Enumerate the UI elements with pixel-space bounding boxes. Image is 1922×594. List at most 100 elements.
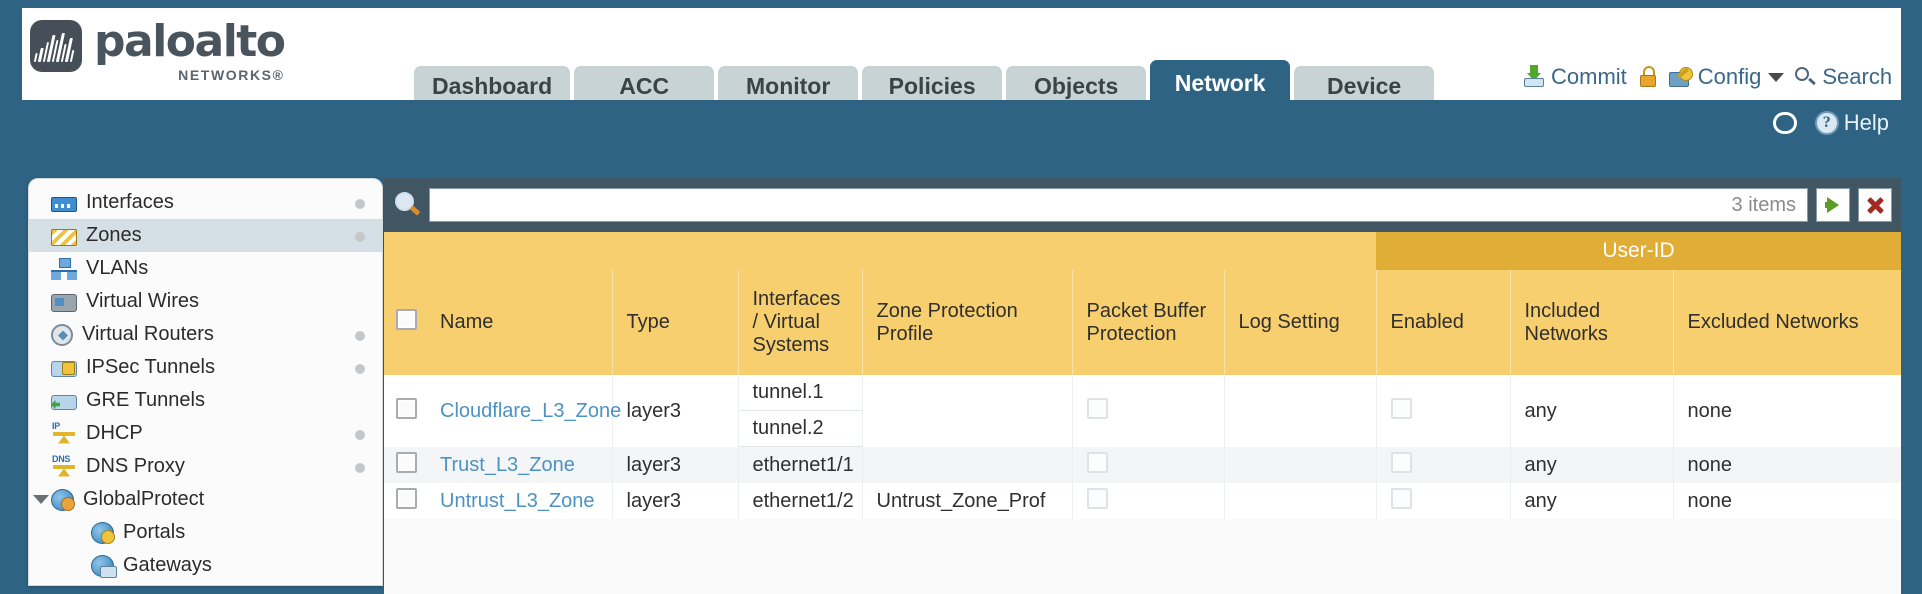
select-all-checkbox[interactable] bbox=[396, 309, 417, 330]
status-dot bbox=[355, 199, 365, 209]
col-log-setting[interactable]: Log Setting bbox=[1224, 270, 1377, 375]
cell-userid-enabled bbox=[1376, 447, 1511, 483]
sidebar-item-gre-tunnels[interactable]: GRE Tunnels bbox=[29, 384, 382, 417]
sidebar-item-zones[interactable]: Zones bbox=[29, 219, 382, 252]
status-dot bbox=[355, 463, 365, 473]
commit-icon bbox=[1522, 65, 1546, 89]
cell-included-networks: any bbox=[1510, 483, 1674, 519]
brand-logo: paloalto NETWORKS® bbox=[30, 20, 286, 83]
col-packet-buffer-protection[interactable]: Packet Buffer Protection bbox=[1072, 270, 1225, 375]
sidebar-item-label: Virtual Routers bbox=[82, 323, 214, 345]
tab-device[interactable]: Device bbox=[1294, 66, 1435, 106]
cell-interfaces: ethernet1/1 bbox=[738, 447, 863, 483]
col-name[interactable]: Name bbox=[426, 270, 613, 375]
tab-policies[interactable]: Policies bbox=[862, 66, 1003, 106]
sidebar-item-label: DNS Proxy bbox=[86, 455, 185, 477]
sidebar-item-label: Virtual Wires bbox=[86, 290, 199, 312]
cell-zone-protection-profile bbox=[862, 375, 1073, 447]
dhcp-icon: IP bbox=[51, 421, 77, 445]
main-nav-tabs: Dashboard ACC Monitor Policies Objects N… bbox=[414, 60, 1435, 106]
userid-enabled-checkbox[interactable] bbox=[1390, 397, 1412, 419]
col-excluded-networks[interactable]: Excluded Networks bbox=[1673, 270, 1901, 375]
sidebar-item-virtual-routers[interactable]: Virtual Routers bbox=[29, 318, 382, 351]
ipsec-tunnels-icon bbox=[51, 361, 77, 377]
col-interfaces-virtual-systems[interactable]: Interfaces / Virtual Systems bbox=[738, 270, 863, 375]
col-included-networks[interactable]: Included Networks bbox=[1510, 270, 1674, 375]
cell-excluded-networks: none bbox=[1673, 447, 1901, 483]
cell-userid-enabled bbox=[1376, 483, 1511, 519]
interfaces-icon bbox=[51, 197, 77, 212]
refresh-icon[interactable] bbox=[1771, 110, 1801, 136]
col-zone-protection-profile[interactable]: Zone Protection Profile bbox=[862, 270, 1073, 375]
zone-name-link[interactable]: Cloudflare_L3_Zone bbox=[440, 399, 622, 422]
sidebar-item-dns-proxy[interactable]: DNS DNS Proxy bbox=[29, 450, 382, 483]
tab-monitor[interactable]: Monitor bbox=[718, 66, 859, 106]
cell-type: layer3 bbox=[612, 483, 739, 519]
tab-dashboard[interactable]: Dashboard bbox=[414, 66, 571, 106]
zones-icon bbox=[51, 228, 77, 246]
apply-filter-arrow-icon bbox=[1825, 197, 1839, 213]
col-type[interactable]: Type bbox=[612, 270, 739, 375]
packet-buffer-protection-checkbox[interactable] bbox=[1086, 487, 1108, 509]
sidebar-item-gateways[interactable]: Gateways bbox=[29, 549, 382, 582]
cell-included-networks: any bbox=[1510, 447, 1674, 483]
tab-network[interactable]: Network bbox=[1150, 60, 1291, 106]
commit-button[interactable]: Commit bbox=[1522, 64, 1627, 90]
tab-acc[interactable]: ACC bbox=[574, 66, 715, 106]
sidebar-item-dhcp[interactable]: IP DHCP bbox=[29, 417, 382, 450]
sidebar-item-virtual-wires[interactable]: Virtual Wires bbox=[29, 285, 382, 318]
top-header-bar: paloalto NETWORKS® Dashboard ACC Monitor… bbox=[22, 8, 1901, 106]
group-header-spacer bbox=[384, 232, 1376, 270]
sidebar-item-label: Gateways bbox=[123, 554, 212, 576]
expander-triangle-icon[interactable] bbox=[33, 495, 49, 504]
search-button[interactable]: Search bbox=[1793, 64, 1892, 90]
row-checkbox[interactable] bbox=[396, 451, 417, 473]
portals-icon bbox=[91, 521, 115, 544]
userid-enabled-checkbox[interactable] bbox=[1390, 451, 1412, 473]
search-input[interactable]: 3 items bbox=[429, 188, 1808, 222]
zone-name-link[interactable]: Untrust_L3_Zone bbox=[440, 489, 595, 512]
status-dot bbox=[355, 232, 365, 242]
table-row[interactable]: Untrust_L3_Zone layer3 ethernet1/2 Untru… bbox=[384, 483, 1901, 519]
help-question-icon: ? bbox=[1814, 111, 1839, 135]
table-row[interactable]: Trust_L3_Zone layer3 ethernet1/1 any bbox=[384, 447, 1901, 483]
tab-objects[interactable]: Objects bbox=[1006, 66, 1147, 106]
sidebar-item-interfaces[interactable]: Interfaces bbox=[29, 186, 382, 219]
sidebar-item-vlans[interactable]: VLANs bbox=[29, 252, 382, 285]
config-label: Config bbox=[1697, 64, 1762, 89]
help-button[interactable]: ? Help bbox=[1814, 110, 1889, 136]
apply-filter-button[interactable] bbox=[1816, 188, 1850, 222]
sidebar-item-label: GRE Tunnels bbox=[86, 389, 205, 411]
row-select-cell bbox=[384, 375, 426, 447]
config-wrench-icon bbox=[1668, 65, 1693, 89]
globalprotect-icon bbox=[51, 488, 75, 511]
cell-interfaces: ethernet1/2 bbox=[738, 483, 863, 519]
sidebar-item-ipsec-tunnels[interactable]: IPSec Tunnels bbox=[29, 351, 382, 384]
help-label: Help bbox=[1843, 110, 1889, 135]
virtual-wires-icon bbox=[51, 293, 77, 312]
padlock-icon[interactable] bbox=[1636, 65, 1660, 89]
cell-excluded-networks: none bbox=[1673, 375, 1901, 447]
col-enabled[interactable]: Enabled bbox=[1376, 270, 1511, 375]
row-checkbox[interactable] bbox=[396, 397, 417, 419]
zones-table-body: Cloudflare_L3_Zone layer3 tunnel.1 tunne… bbox=[384, 375, 1901, 519]
packet-buffer-protection-checkbox[interactable] bbox=[1086, 451, 1108, 473]
sidebar-item-label: DHCP bbox=[86, 422, 143, 444]
toolbar-right-actions: ? Help bbox=[1771, 110, 1889, 136]
cell-included-networks: any bbox=[1510, 375, 1674, 447]
zones-table-wrapper: User-ID Name Type Interfaces / Virtual S… bbox=[384, 232, 1901, 519]
row-checkbox[interactable] bbox=[396, 487, 417, 509]
cell-zone-protection-profile bbox=[862, 447, 1073, 483]
sidebar-item-globalprotect[interactable]: GlobalProtect bbox=[29, 483, 382, 516]
clear-filter-button[interactable] bbox=[1858, 188, 1892, 222]
packet-buffer-protection-checkbox[interactable] bbox=[1086, 397, 1108, 419]
sidebar-item-portals[interactable]: Portals bbox=[29, 516, 382, 549]
userid-enabled-checkbox[interactable] bbox=[1390, 487, 1412, 509]
zone-name-link[interactable]: Trust_L3_Zone bbox=[440, 453, 575, 476]
virtual-routers-icon bbox=[51, 323, 73, 346]
config-menu[interactable]: Config bbox=[1668, 64, 1785, 90]
cell-name: Trust_L3_Zone bbox=[426, 447, 613, 483]
clear-filter-x-icon bbox=[1865, 195, 1885, 215]
filter-bar: 3 items bbox=[384, 178, 1901, 232]
cell-log-setting bbox=[1224, 447, 1377, 483]
